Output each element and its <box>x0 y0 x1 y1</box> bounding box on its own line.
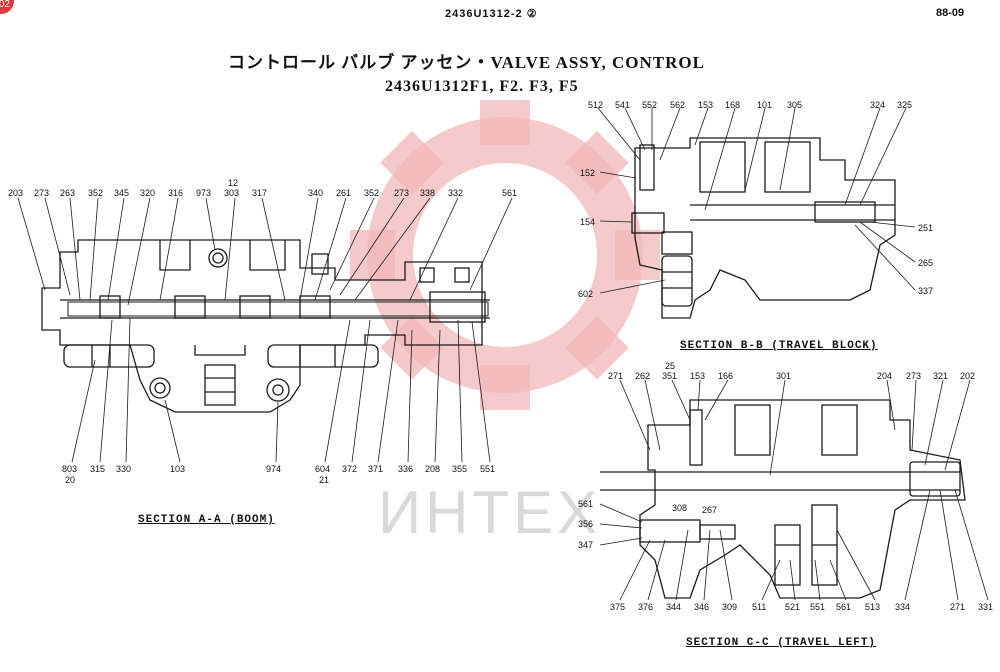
part-label: 561 <box>502 188 517 198</box>
part-label: 521 <box>785 602 800 612</box>
part-label: 338 <box>420 188 435 198</box>
part-label: 208 <box>425 464 440 474</box>
part-label: 168 <box>725 100 740 110</box>
part-label: 356 <box>578 519 593 529</box>
part-label: 552 <box>642 100 657 110</box>
part-label: 320 <box>140 188 155 198</box>
part-label: 101 <box>757 100 772 110</box>
title-line-1: コントロール バルブ アッセン・VALVE ASSY, CONTROL <box>228 53 705 72</box>
part-label: 345 <box>114 188 129 198</box>
part-label: 301 <box>776 371 791 381</box>
part-label: 153 <box>698 100 713 110</box>
part-label: 261 <box>336 188 351 198</box>
part-label: 551 <box>810 602 825 612</box>
part-label: 273 <box>394 188 409 198</box>
page-number: 88-09 <box>936 7 965 19</box>
labels-section-aa: 203 273 263 352 345 320 316 973 12 303 3… <box>8 178 517 485</box>
part-label: 103 <box>170 464 185 474</box>
part-label: 346 <box>694 602 709 612</box>
part-label: 325 <box>897 100 912 110</box>
section-aa-drawing <box>17 197 513 463</box>
section-bb-drawing <box>597 107 916 319</box>
part-label: 336 <box>398 464 413 474</box>
part-label: 340 <box>308 188 323 198</box>
part-label: 267 <box>702 505 717 515</box>
part-label: 602 <box>578 289 593 299</box>
part-label: 337 <box>918 286 933 296</box>
part-label: 562 <box>670 100 685 110</box>
watermark-text: ИНТЕХ <box>378 479 602 546</box>
part-label: 513 <box>865 602 880 612</box>
part-label: 271 <box>950 602 965 612</box>
part-label: 974 <box>266 464 281 474</box>
part-label: 332 <box>448 188 463 198</box>
part-label: 604 <box>315 464 330 474</box>
part-label: 561 <box>578 499 593 509</box>
part-label: 375 <box>610 602 625 612</box>
part-label: 303 <box>224 188 239 198</box>
part-label: 347 <box>578 540 593 550</box>
part-label: 308 <box>672 503 687 513</box>
part-label: 271 <box>608 371 623 381</box>
part-label: 371 <box>368 464 383 474</box>
part-label: 352 <box>88 188 103 198</box>
part-label: 321 <box>933 371 948 381</box>
part-label: 309 <box>722 602 737 612</box>
part-label: 21 <box>319 475 329 485</box>
part-label: 376 <box>638 602 653 612</box>
part-label: 204 <box>877 371 892 381</box>
part-label: 561 <box>836 602 851 612</box>
part-label: 352 <box>364 188 379 198</box>
part-label: 305 <box>787 100 802 110</box>
part-label: 20 <box>65 475 75 485</box>
part-label: 203 <box>8 188 23 198</box>
part-label: 25 <box>665 361 675 371</box>
part-label: 273 <box>34 188 49 198</box>
doc-number: 2436U1312-2 ② <box>445 8 538 20</box>
section-bb-caption: SECTION B-B (TRAVEL BLOCK) <box>680 340 878 352</box>
part-label: 334 <box>895 602 910 612</box>
part-label: 262 <box>635 371 650 381</box>
part-label: 512 <box>588 100 603 110</box>
part-label: 541 <box>615 100 630 110</box>
part-label: 803 <box>62 464 77 474</box>
part-label: 315 <box>90 464 105 474</box>
part-label: 152 <box>580 168 595 178</box>
part-label: 202 <box>960 371 975 381</box>
part-label: 355 <box>452 464 467 474</box>
part-label: 251 <box>918 223 933 233</box>
part-label: 551 <box>480 464 495 474</box>
part-label: 331 <box>978 602 993 612</box>
part-label: 324 <box>870 100 885 110</box>
part-label: 351 <box>662 371 677 381</box>
part-label: 263 <box>60 188 75 198</box>
title-line-2: 2436U1312F1, F2. F3, F5 <box>385 78 579 95</box>
part-label: 153 <box>690 371 705 381</box>
part-label: 330 <box>116 464 131 474</box>
part-label: 265 <box>918 258 933 268</box>
section-cc-caption: SECTION C-C (TRAVEL LEFT) <box>686 637 877 649</box>
part-label: 344 <box>666 602 681 612</box>
section-cc-drawing <box>599 379 989 601</box>
labels-section-cc: 25 351 271 262 153 166 301 204 273 321 2… <box>578 361 993 612</box>
section-aa-caption: SECTION A-A (BOOM) <box>138 514 275 526</box>
labels-section-bb: 512 541 552 562 153 168 101 305 324 325 … <box>578 100 933 299</box>
part-label: 166 <box>718 371 733 381</box>
part-label: 316 <box>168 188 183 198</box>
part-label: 273 <box>906 371 921 381</box>
part-label: 973 <box>196 188 211 198</box>
part-label: 511 <box>752 602 766 612</box>
part-label: 317 <box>252 188 267 198</box>
part-label: 12 <box>228 178 238 188</box>
part-label: 154 <box>580 217 595 227</box>
part-label: 372 <box>342 464 357 474</box>
